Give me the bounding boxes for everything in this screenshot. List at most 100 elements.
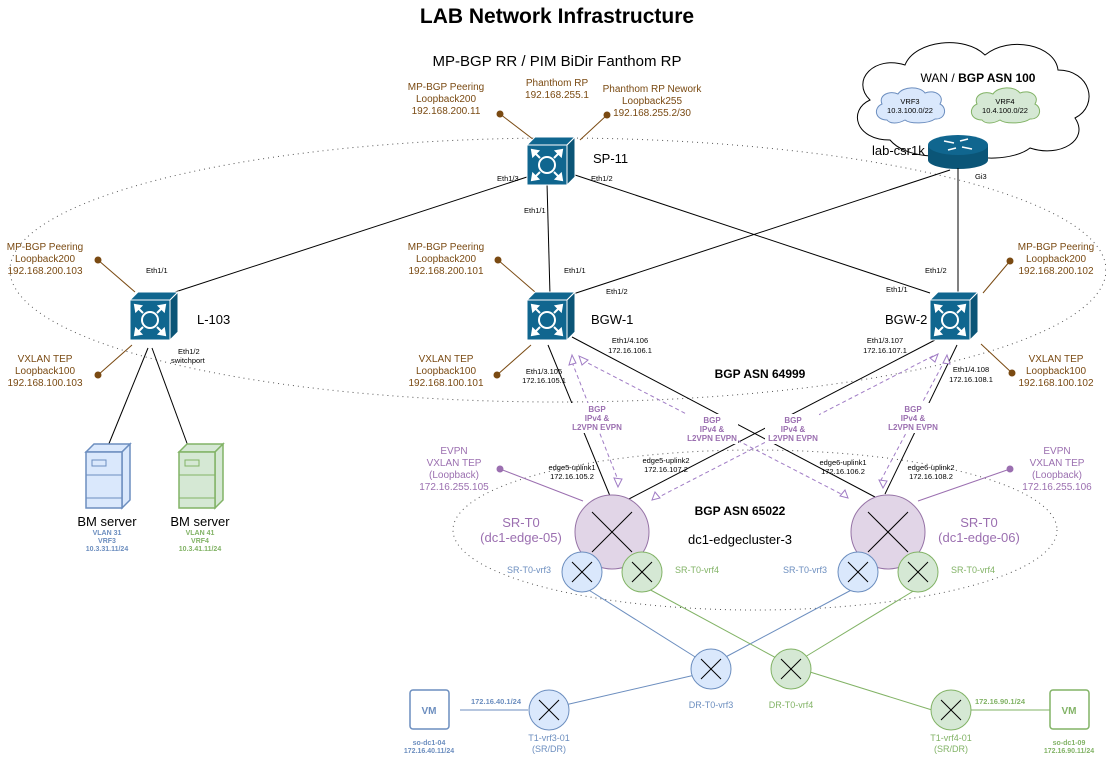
svg-text:MP-BGP Peering: MP-BGP Peering	[408, 242, 485, 253]
edge6-vrf3-label: SR-T0-vrf3	[783, 565, 827, 575]
fabric-asn: BGP ASN 64999	[715, 367, 806, 381]
svg-text:10.3.41.11/24: 10.3.41.11/24	[179, 546, 222, 553]
svg-text:so-dc1-04: so-dc1-04	[413, 740, 446, 747]
vm-so-dc1-09[interactable]: VM	[1049, 689, 1090, 730]
svg-text:VLAN 41: VLAN 41	[186, 530, 215, 537]
edge-cluster-asn: BGP ASN 65022	[695, 504, 786, 518]
dr-t0-vrf3-icon[interactable]	[690, 648, 732, 690]
svg-text:172.16.90.11/24: 172.16.90.11/24	[1044, 748, 1094, 755]
svg-text:Loopback200: Loopback200	[416, 254, 476, 265]
leaf-port-mode: switchport	[171, 356, 206, 365]
t1-vrf4-icon[interactable]	[930, 689, 972, 731]
bgw1-sub2-label: Eth1/4.106 172.16.106.1	[608, 336, 652, 355]
svg-text:VXLAN TEP: VXLAN TEP	[1029, 354, 1084, 365]
svg-text:172.16.105.1: 172.16.105.1	[522, 376, 566, 385]
wan-title: WAN / BGP ASN 100	[921, 71, 1036, 85]
dr-t0-vrf4-icon[interactable]	[770, 648, 812, 690]
svg-text:Loopback255: Loopback255	[622, 96, 682, 107]
bm-server-vrf3-name: BM server	[77, 514, 137, 529]
edge-cluster-name: dc1-edgecluster-3	[688, 532, 792, 547]
svg-text:MP-BGP Peering: MP-BGP Peering	[7, 242, 84, 253]
vm-label: VM	[1062, 706, 1077, 717]
svg-text:(SR/DR): (SR/DR)	[532, 744, 566, 754]
bgp-session-label-2: BGP IPv4 & L2VPN EVPN	[684, 414, 738, 444]
edge5-label: SR-T0 (dc1-edge-05)	[480, 515, 562, 545]
spine-phantom-rp-label: Phanthom RP 192.168.255.1	[525, 78, 589, 101]
router-port-gi3: Gi3	[975, 172, 987, 181]
svg-text:EVPN: EVPN	[440, 446, 467, 457]
bm-server-vrf4-icon[interactable]	[177, 442, 225, 510]
leaf-switch-icon[interactable]	[129, 291, 179, 341]
wan-vrf3-cloud	[875, 87, 946, 124]
svg-text:172.16.106.1: 172.16.106.1	[608, 346, 652, 355]
sr-t0-vrf4-edge5-icon[interactable]	[621, 551, 663, 593]
svg-text:Phanthom RP: Phanthom RP	[526, 78, 589, 89]
bgw2-sub2-label: Eth1/4.108 172.16.108.1	[949, 365, 993, 384]
svg-text:(dc1-edge-06): (dc1-edge-06)	[938, 530, 1020, 545]
t1-vrf3-icon[interactable]	[528, 689, 570, 731]
bgw1-switch-icon[interactable]	[526, 291, 576, 341]
wan-vrf4-cloud	[970, 87, 1041, 124]
bgp-arrowheads	[568, 352, 951, 501]
svg-text:L2VPN EVPN: L2VPN EVPN	[888, 423, 938, 432]
svg-text:BGP: BGP	[588, 405, 606, 414]
svg-text:SR-T0: SR-T0	[960, 515, 998, 530]
svg-text:192.168.100.102: 192.168.100.102	[1018, 378, 1094, 389]
svg-text:192.168.255.1: 192.168.255.1	[525, 90, 589, 101]
svg-text:MP-BGP Peering: MP-BGP Peering	[1018, 242, 1095, 253]
spine-port-right: Eth1/2	[591, 174, 613, 183]
sr-t0-vrf4-edge6-icon[interactable]	[897, 551, 939, 593]
svg-text:T1-vrf3-01: T1-vrf3-01	[528, 733, 570, 743]
svg-text:L2VPN EVPN: L2VPN EVPN	[687, 434, 737, 443]
t1-vrf3-label: T1-vrf3-01 (SR/DR)	[528, 733, 570, 754]
dr-t0-vrf3-label: DR-T0-vrf3	[689, 700, 734, 710]
svg-text:192.168.255.2/30: 192.168.255.2/30	[613, 108, 691, 119]
svg-text:172.16.255.105: 172.16.255.105	[419, 482, 489, 493]
edge6-vrf4-label: SR-T0-vrf4	[951, 565, 995, 575]
leaf-name: L-103	[197, 312, 230, 327]
bgw2-switch-icon[interactable]	[929, 291, 979, 341]
bgp-session-label-4: BGP IPv4 & L2VPN EVPN	[886, 403, 940, 433]
t1-vrf3-gateway: 172.16.40.1/24	[471, 697, 522, 706]
vm-so-dc1-04[interactable]: VM	[409, 689, 450, 730]
sr-t0-vrf3-edge5-icon[interactable]	[561, 551, 603, 593]
spine-port-down: Eth1/1	[524, 206, 546, 215]
svg-text:edge6-uplink1: edge6-uplink1	[819, 458, 866, 467]
svg-text:Phanthom RP Nework: Phanthom RP Nework	[603, 84, 703, 95]
wan-vrf3-name: VRF3	[900, 97, 919, 106]
bgp-session-label-1: BGP IPv4 & L2VPN EVPN	[570, 403, 624, 433]
bgw2-port-b: Eth1/1	[886, 285, 908, 294]
t1-vrf4-gateway: 172.16.90.1/24	[975, 697, 1026, 706]
svg-text:Eth1/4.106: Eth1/4.106	[612, 336, 648, 345]
uplink-label-edge6-2: edge6-uplink2 172.16.108.2	[907, 463, 954, 481]
svg-text:Eth1/3.105: Eth1/3.105	[526, 367, 562, 376]
spine-switch-icon[interactable]	[526, 136, 576, 186]
bgw1-sub1-label: Eth1/3.105 172.16.105.1	[522, 367, 566, 385]
leaf-port-up: Eth1/1	[146, 266, 168, 275]
svg-text:192.168.200.102: 192.168.200.102	[1018, 266, 1094, 277]
bm-server-vrf3-icon[interactable]	[84, 442, 132, 510]
evpn-vtep-pins	[496, 465, 1014, 502]
vm-so-dc1-09-info: so-dc1-09 172.16.90.11/24	[1044, 740, 1094, 755]
svg-text:172.16.107.2: 172.16.107.2	[644, 465, 688, 474]
leaf-port-down: Eth1/2	[178, 347, 200, 356]
bgw1-name: BGW-1	[591, 312, 633, 327]
svg-text:edge5-uplink2: edge5-uplink2	[642, 456, 689, 465]
svg-text:VRF4: VRF4	[191, 538, 209, 545]
router-icon[interactable]	[928, 135, 988, 169]
svg-text:Loopback200: Loopback200	[1026, 254, 1086, 265]
svg-text:Loopback100: Loopback100	[416, 366, 476, 377]
bm-server-vrf4-name: BM server	[170, 514, 230, 529]
uplink-label-edge6-1: edge6-uplink1 172.16.106.2	[819, 458, 866, 476]
svg-text:192.168.100.101: 192.168.100.101	[408, 378, 484, 389]
leaf-mpbgp-label: MP-BGP Peering Loopback200 192.168.200.1…	[7, 242, 84, 277]
svg-text:IPv4 &: IPv4 &	[700, 425, 725, 434]
svg-text:192.168.200.103: 192.168.200.103	[7, 266, 83, 277]
spine-loopback200-label: MP-BGP Peering Loopback200 192.168.200.1…	[408, 82, 485, 117]
spine-header: MP-BGP RR / PIM BiDir Fanthom RP	[433, 53, 682, 70]
sr-t0-vrf3-edge6-icon[interactable]	[837, 551, 879, 593]
bgw2-name: BGW-2	[885, 312, 927, 327]
bgw1-vtep-label: VXLAN TEP Loopback100 192.168.100.101	[408, 354, 484, 389]
svg-text:VLAN 31: VLAN 31	[93, 530, 122, 537]
edge-cluster-boundary	[452, 449, 1058, 611]
